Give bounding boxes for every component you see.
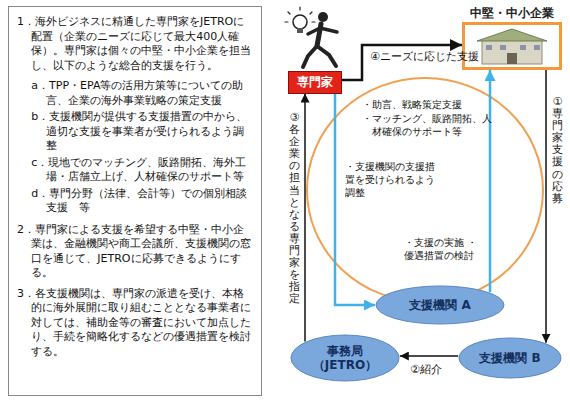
support-note: ・マッチング、販路開拓、人材確保のサポート等	[362, 112, 496, 138]
edge-label: ・支援の実施 ・優遇措置の検討	[404, 236, 488, 262]
expert-box: 専門家	[288, 71, 342, 94]
building-window	[500, 45, 506, 50]
edge-label: ②紹介	[410, 363, 442, 377]
connector-arrow	[304, 94, 306, 342]
list-item: b．支援機関が提供する支援措置の中から、適切な支援を事業者が受けられるよう調整	[31, 110, 253, 154]
building-windows	[486, 45, 540, 50]
node-label: 事務局 （JETRO）	[310, 344, 380, 373]
ellipse-shape	[291, 335, 399, 381]
list-item: 3．各支援機関は、専門家の派遣を受け、本格的に海外展開に取り組むこととなる事業者…	[17, 287, 253, 360]
building-door	[507, 53, 517, 64]
connector-arrow	[489, 70, 492, 292]
bulb-base	[297, 28, 303, 33]
agency-ellipse: 支援機関 B	[458, 337, 562, 379]
connector-arrow	[400, 355, 458, 357]
agency-ellipse: 支援機関 A	[375, 285, 505, 325]
building-window	[534, 45, 540, 50]
node-label: 中堅・中小企業	[470, 5, 554, 22]
support-circle	[307, 78, 543, 302]
node-label: 支援機関 A	[409, 298, 470, 312]
light-bulb	[293, 15, 307, 29]
ellipse-shape	[459, 338, 561, 378]
list-item: d．専門分野（法律、会計等）での個別相談支援 等	[31, 187, 253, 216]
bulb-rays	[285, 7, 315, 22]
building-window	[486, 45, 492, 50]
edge-label: ④ニーズに応じた支援	[370, 50, 486, 64]
list-item: 2．専門家による支援を希望する中堅・中小企業は、金融機関や商工会議所、支援機関の…	[17, 223, 253, 281]
node-label: 支援機関 B	[479, 351, 540, 365]
support-note: ・助言、戦略策定支援	[362, 98, 496, 111]
node-label: 専門家	[297, 74, 333, 91]
building-roof	[477, 29, 547, 41]
company-building	[477, 29, 547, 64]
edge-label: ①専門家支援の応募	[552, 96, 563, 205]
building-window	[520, 45, 526, 50]
list-item: a．TPP・EPA等の活用方策等についての助言、企業の海外事業戦略の策定支援	[31, 79, 253, 108]
connector-arrow	[545, 70, 547, 343]
explanation-panel: 1．海外ビジネスに精通した専門家をJETROに配置（企業のニーズに応じて最大40…	[8, 6, 262, 396]
expert-figure	[285, 7, 337, 67]
edge-label: ・支援機関の支援措置を受けられるよう調整	[345, 160, 440, 199]
figure-legs	[303, 46, 336, 67]
figure-head	[318, 12, 328, 22]
secretariat-ellipse: 事務局 （JETRO）	[290, 334, 400, 382]
figure-arms	[308, 28, 337, 34]
list-item: c．現地でのマッチング、販路開拓、海外工場・店舗立上げ、人材確保のサポート等	[31, 156, 253, 185]
building-wall	[482, 40, 542, 64]
list-item: 1．海外ビジネスに精通した専門家をJETROに配置（企業のニーズに応じて最大40…	[17, 15, 253, 73]
connector-arrow	[335, 94, 375, 306]
edge-label: ③各企業の担当となる専門家を指定	[289, 112, 300, 306]
ellipse-shape	[376, 286, 504, 324]
